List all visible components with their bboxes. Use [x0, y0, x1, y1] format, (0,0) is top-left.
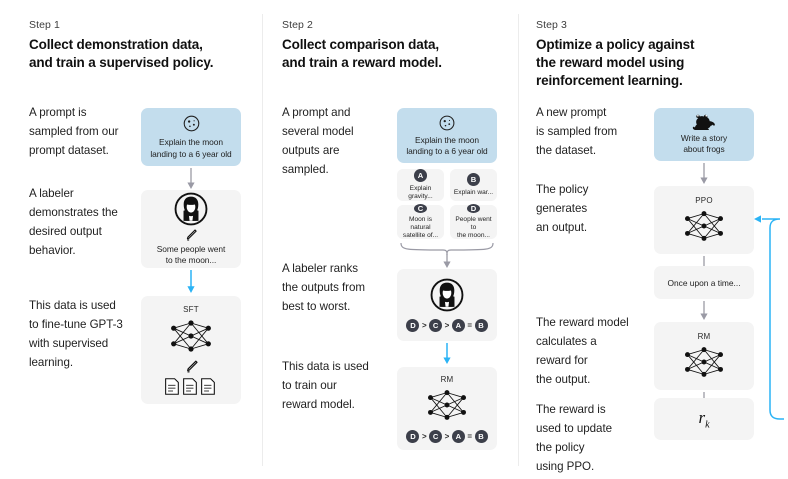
reward-symbol-subscript: k: [705, 419, 710, 431]
ranking-card: D > C > A = B: [397, 269, 497, 341]
column-step-3: Step 3 Optimize a policy against the rew…: [518, 0, 788, 479]
ranking-row: D > C > A = B: [406, 429, 488, 443]
ppo-tag: PPO: [695, 195, 713, 205]
option-card-b: B Explain war...: [450, 169, 497, 201]
rank-badge-c: C: [429, 429, 443, 443]
option-badge: C: [414, 203, 427, 213]
prompt-card-step3: Write a story about frogs: [654, 108, 754, 161]
neural-network-icon: [679, 343, 729, 381]
option-badge: D: [467, 203, 480, 213]
rm-tag: RM: [440, 374, 454, 384]
rank-operator: >: [444, 321, 450, 330]
step-title: Collect demonstration data, and train a …: [29, 36, 254, 72]
step-title-line-2: and train a reward model.: [282, 55, 442, 70]
step-title-line-1: Optimize a policy against: [536, 37, 695, 52]
neural-network-icon: [165, 316, 217, 356]
arrow-down-gray: [698, 301, 710, 321]
labeler-card-step1: Some people went to the moon...: [141, 190, 241, 268]
option-card-d: D People went to the moon...: [450, 203, 497, 240]
column-step-1: Step 1 Collect demonstration data, and t…: [0, 0, 262, 479]
paragraph-prompt-and-outputs: A prompt and several model outputs are s…: [282, 106, 354, 176]
ppo-policy-card: PPO: [654, 186, 754, 254]
rank-operator: =: [467, 431, 472, 441]
paragraph-reward-calculated: The reward model calculates a reward for…: [536, 316, 629, 386]
arrow-down-accent: [185, 270, 197, 294]
column-divider-2: [518, 14, 519, 466]
paragraph-prompt-sampled: A prompt is sampled from our prompt data…: [29, 106, 119, 157]
arrow-down-gray: [698, 163, 710, 185]
rank-operator: >: [421, 321, 427, 330]
labeler-avatar-icon: [430, 278, 464, 312]
rank-badge-a: A: [451, 429, 465, 443]
option-card-c: C Moon is natural satellite of...: [397, 203, 444, 240]
rank-operator: >: [421, 431, 427, 441]
option-text: Explain gravity...: [408, 184, 433, 200]
step-title: Collect comparison data, and train a rew…: [282, 36, 507, 72]
reward-model-card-step3: RM: [654, 322, 754, 390]
rm-tag: RM: [697, 331, 711, 341]
step-label: Step 1: [29, 19, 60, 31]
ranking-row: D > C > A = B: [406, 319, 488, 332]
column-divider-1: [262, 14, 263, 466]
column-step-2: Step 2 Collect comparison data, and trai…: [262, 0, 518, 479]
reward-model-card-step2: RM: [397, 367, 497, 450]
paragraph-new-prompt: A new prompt is sampled from the dataset…: [536, 106, 618, 157]
feedback-loop-arrow: [748, 200, 788, 422]
labeler-avatar-icon: [174, 192, 208, 226]
rank-badge-a: A: [451, 319, 465, 332]
pencil-icon: [184, 359, 199, 374]
rank-badge-b: B: [474, 429, 488, 443]
step-title-line-3: reinforcement learning.: [536, 73, 683, 88]
pencil-icon: [184, 228, 198, 242]
prompt-card-caption: Explain the moon landing to a 6 year old: [150, 137, 232, 159]
neural-network-icon: [679, 207, 729, 245]
paragraph-policy-generates: The policy generates an output.: [536, 183, 589, 234]
step-label: Step 2: [282, 19, 313, 31]
prompt-card-step2: Explain the moon landing to a 6 year old: [397, 108, 497, 163]
step-title-line-2: and train a supervised policy.: [29, 55, 214, 70]
step-title-line-1: Collect comparison data,: [282, 37, 439, 52]
brace-merge-arrow: [397, 241, 497, 269]
sft-tag: SFT: [183, 304, 199, 314]
moon-icon: [182, 114, 201, 133]
arrow-down-gray: [185, 168, 197, 190]
rank-badge-b: B: [474, 319, 488, 332]
step-title-line-1: Collect demonstration data,: [29, 37, 203, 52]
paragraph-labeler-ranks: A labeler ranks the outputs from best to…: [282, 262, 365, 313]
prompt-card-step1: Explain the moon landing to a 6 year old: [141, 108, 241, 166]
rank-badge-c: C: [429, 319, 443, 332]
paragraph-train-reward-model: This data is used to train our reward mo…: [282, 360, 369, 411]
option-badge: B: [467, 172, 480, 186]
reward-symbol-r: r: [698, 407, 706, 427]
rank-badge-d: D: [406, 319, 420, 332]
option-text: Explain war...: [453, 188, 494, 196]
moon-icon: [438, 114, 456, 132]
option-card-a: A Explain gravity...: [397, 169, 444, 201]
reward-value-card: rk: [654, 398, 754, 440]
model-output-text: Once upon a time...: [667, 277, 741, 288]
documents-icon: [164, 377, 218, 396]
prompt-card-caption: Explain the moon landing to a 6 year old: [406, 134, 488, 157]
rank-operator: >: [444, 431, 450, 441]
rank-operator: =: [467, 321, 472, 330]
labeler-card-caption: Some people went to the moon...: [156, 243, 226, 266]
step-title: Optimize a policy against the reward mod…: [536, 36, 736, 90]
arrow-down-accent: [441, 343, 453, 365]
step-title-line-2: the reward model using: [536, 55, 685, 70]
rank-badge-d: D: [406, 429, 420, 443]
model-output-card: Once upon a time...: [654, 266, 754, 299]
paragraph-labeler-demonstrates: A labeler demonstrates the desired outpu…: [29, 187, 118, 257]
step-label: Step 3: [536, 19, 567, 31]
paragraph-update-policy: The reward is used to update the policy …: [536, 403, 613, 473]
reward-symbol: rk: [698, 408, 709, 430]
frog-icon: [692, 114, 716, 130]
option-text: Moon is natural satellite of...: [402, 215, 439, 240]
sft-model-card: SFT: [141, 296, 241, 404]
prompt-card-caption: Write a story about frogs: [680, 132, 728, 155]
paragraph-finetune-gpt3: This data is used to fine-tune GPT-3 wit…: [29, 299, 123, 369]
option-badge: A: [414, 169, 427, 182]
option-text: People went to the moon...: [455, 215, 492, 240]
neural-network-icon: [422, 386, 472, 424]
